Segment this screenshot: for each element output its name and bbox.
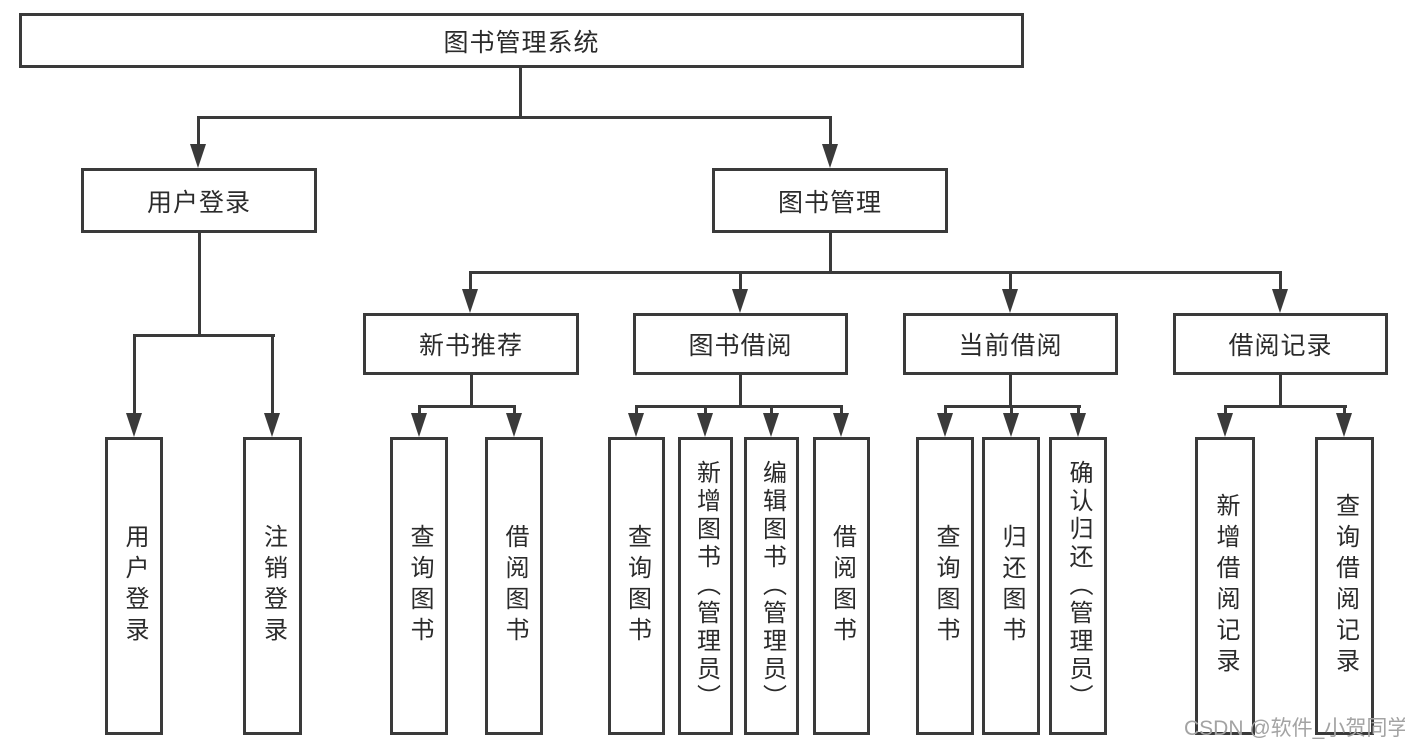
- leaf-recommend-borrow-books: 借阅图书: [485, 437, 543, 735]
- node-root: 图书管理系统: [19, 13, 1024, 68]
- node-borrow-record: 借阅记录: [1173, 313, 1388, 375]
- connector-to-bb-add: [704, 406, 707, 413]
- connector-to-rec-query: [417, 406, 421, 413]
- connector-to-bb-edit: [770, 406, 773, 413]
- arrowhead-bb-edit: [763, 413, 779, 437]
- connector-to-new-book-recommend: [469, 272, 472, 289]
- connector-recommend-stem: [469, 375, 473, 406]
- arrowhead-cb-confirm: [1070, 413, 1086, 437]
- arrowhead-bb-borrow: [833, 413, 849, 437]
- arrowhead-bb-add: [697, 413, 713, 437]
- connector-book-mgmt-stem: [828, 233, 832, 272]
- arrowhead-rec-borrow: [506, 413, 522, 437]
- node-book-borrow: 图书借阅: [633, 313, 848, 375]
- arrowhead-leaf-logout: [264, 413, 280, 437]
- arrowhead-br-add: [1217, 413, 1233, 437]
- connector-record-stem: [1279, 375, 1282, 406]
- arrowhead-bb-query: [628, 413, 644, 437]
- arrowhead-leaf-user-login: [126, 413, 142, 437]
- leaf-user-login: 用户登录: [105, 437, 163, 735]
- arrowhead-cb-return: [1003, 413, 1019, 437]
- arrowhead-rec-query: [411, 413, 427, 437]
- connector-to-borrow-record: [1279, 272, 1282, 289]
- connector-to-br-add: [1223, 406, 1227, 413]
- arrowhead-br-query: [1336, 413, 1352, 437]
- connector-recommend-rail: [417, 404, 516, 408]
- leaf-borrow-query-books: 查询图书: [608, 437, 665, 735]
- connector-to-bb-borrow: [840, 406, 843, 413]
- arrowhead-book-borrow: [732, 289, 748, 313]
- connector-current-stem: [1009, 375, 1012, 406]
- leaf-record-add: 新增借阅记录: [1195, 437, 1255, 735]
- leaf-current-confirm-return-admin: 确认归还（管理员）: [1049, 437, 1107, 735]
- leaf-recommend-query-books: 查询图书: [390, 437, 448, 735]
- connector-to-leaf-logout: [271, 335, 274, 413]
- arrowhead-current-borrow: [1002, 289, 1018, 313]
- connector-to-current-borrow: [1009, 272, 1012, 289]
- leaf-borrow-add-books-admin: 新增图书（管理员）: [678, 437, 733, 735]
- leaf-record-query: 查询借阅记录: [1315, 437, 1374, 735]
- connector-to-book-borrow: [739, 272, 742, 289]
- csdn-watermark: CSDN @软件_小贺同学: [1184, 717, 1405, 740]
- connector-to-cb-confirm: [1076, 406, 1080, 413]
- connector-to-bb-query: [635, 406, 638, 413]
- connector-to-book-management: [828, 117, 832, 144]
- arrowhead-book-management: [822, 144, 838, 168]
- connector-borrow-rail: [635, 404, 843, 408]
- leaf-borrow-edit-books-admin: 编辑图书（管理员）: [744, 437, 799, 735]
- node-new-book-recommend: 新书推荐: [363, 313, 579, 375]
- arrowhead-new-book-recommend: [462, 289, 478, 313]
- connector-to-leaf-user-login: [132, 335, 136, 413]
- arrowhead-user-login: [190, 144, 206, 168]
- connector-to-rec-borrow: [512, 406, 516, 413]
- leaf-current-query-books: 查询图书: [916, 437, 974, 735]
- connector-borrow-stem: [739, 375, 742, 406]
- connector-user-login-rail: [132, 333, 275, 337]
- leaf-borrow-borrow-books: 借阅图书: [813, 437, 870, 735]
- connector-to-cb-query: [943, 406, 947, 413]
- connector-root-rail: [196, 115, 832, 119]
- connector-book-mgmt-rail: [469, 270, 1282, 274]
- arrowhead-borrow-record: [1272, 289, 1288, 313]
- connector-user-login-stem: [197, 233, 201, 335]
- leaf-logout: 注销登录: [243, 437, 302, 735]
- node-user-login: 用户登录: [81, 168, 317, 233]
- node-current-borrow: 当前借阅: [903, 313, 1118, 375]
- leaf-current-return-books: 归还图书: [982, 437, 1040, 735]
- arrowhead-cb-query: [937, 413, 953, 437]
- connector-to-cb-return: [1009, 406, 1013, 413]
- node-book-management: 图书管理: [712, 168, 948, 233]
- connector-root-stem: [518, 68, 522, 117]
- connector-record-rail: [1223, 404, 1347, 408]
- connector-to-br-query: [1343, 406, 1346, 413]
- connector-to-user-login: [196, 117, 200, 144]
